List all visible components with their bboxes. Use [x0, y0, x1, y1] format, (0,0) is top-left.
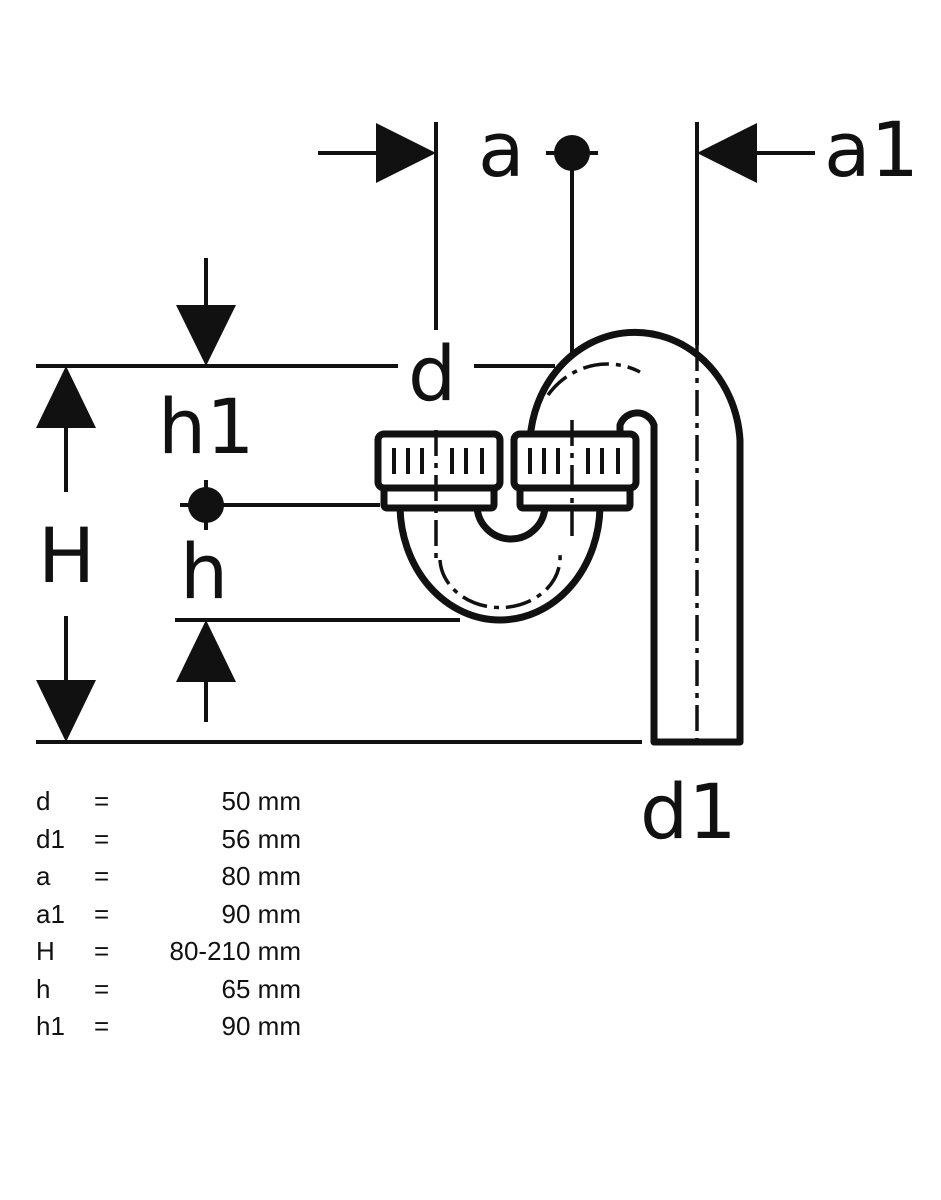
legend-symbol: a	[36, 861, 51, 891]
axis-dot-a	[554, 135, 590, 171]
arrow-a-right	[376, 123, 436, 183]
legend-equals: =	[94, 1011, 110, 1041]
legend-equals: =	[94, 936, 110, 966]
legend-value: 90 mm	[221, 1011, 301, 1041]
legend-value: 50 mm	[221, 786, 301, 816]
arrow-h-up	[176, 620, 236, 682]
dimension-lines	[36, 122, 815, 744]
legend-value: 80-210 mm	[169, 936, 302, 966]
label-d1: d1	[640, 767, 737, 856]
arrow-h1-down	[176, 305, 236, 366]
arrow-H-up	[36, 366, 96, 428]
legend-equals: =	[94, 786, 110, 816]
label-d: d	[408, 329, 456, 418]
label-H: H	[38, 511, 95, 600]
legend-symbol: a1	[36, 898, 65, 929]
arrow-a1-left	[697, 123, 757, 183]
legend-equals: =	[94, 861, 110, 891]
label-a1: a1	[824, 105, 919, 194]
legend-value: 65 mm	[221, 973, 301, 1004]
legend-equals: =	[94, 823, 110, 854]
centre-lines	[434, 345, 699, 742]
legend-value: 56 mm	[221, 823, 301, 854]
dimension-labels: a a1 d d1 h1 h H	[38, 105, 919, 856]
legend-symbol: d1	[36, 823, 65, 854]
legend-symbol: h1	[36, 1011, 65, 1041]
label-h1: h1	[158, 382, 255, 471]
u-trap	[396, 501, 604, 624]
legend-equals: =	[94, 973, 110, 1004]
legend-equals: =	[94, 898, 110, 929]
arrow-H-down	[36, 680, 96, 742]
label-a: a	[478, 105, 525, 194]
left-union-nut	[374, 430, 504, 492]
arrowheads	[36, 123, 757, 742]
right-union-nut	[510, 430, 640, 492]
label-h: h	[180, 527, 228, 616]
legend-symbol: d	[36, 786, 51, 816]
legend-value: 80 mm	[221, 861, 301, 891]
legend-symbol: H	[36, 936, 55, 966]
siphon-body	[374, 328, 744, 746]
legend-symbol: h	[36, 973, 51, 1004]
nut-ribs	[392, 448, 620, 474]
legend-value: 90 mm	[221, 898, 301, 929]
